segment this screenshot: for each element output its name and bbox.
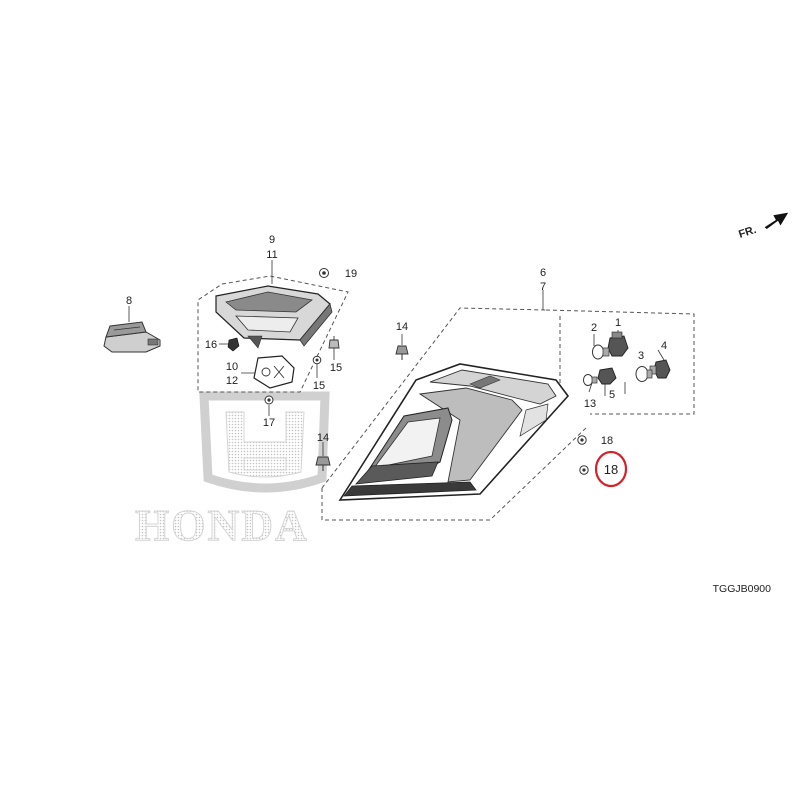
- callout-18-upper: 18: [601, 435, 613, 447]
- part-13-bulb[interactable]: [583, 374, 598, 386]
- callout-11: 11: [266, 249, 277, 261]
- part-2-bulb[interactable]: [592, 344, 610, 360]
- group-box-upper-garnish: [197, 275, 349, 393]
- h-logo-watermark: [199, 391, 330, 493]
- callout-3: 3: [638, 350, 644, 362]
- part-18-nut-a[interactable]: [577, 435, 587, 445]
- front-label: FR.: [737, 224, 758, 241]
- callout-labels: 1 2 3 4 5 6 7 8 9 10 11 12 13 14 14 15 1…: [126, 234, 667, 477]
- diagram-code: TGGJB0900: [713, 583, 772, 595]
- part-16-clip[interactable]: [227, 337, 240, 352]
- part-14-bolt-a[interactable]: [395, 345, 409, 360]
- part-9-11-upper-garnish[interactable]: [215, 285, 333, 349]
- group-box-left-edge: [321, 307, 547, 489]
- part-18-nut-b[interactable]: [579, 465, 589, 475]
- callout-1: 1: [615, 317, 621, 329]
- part-14-bolt-b[interactable]: [315, 456, 331, 471]
- part-15-fastener-a[interactable]: [312, 355, 322, 365]
- callout-13: 13: [584, 398, 596, 410]
- callout-2: 2: [591, 322, 597, 334]
- part-3-bulb[interactable]: [635, 366, 653, 382]
- part-15-fastener-b[interactable]: [328, 336, 340, 349]
- part-1-bulb-socket[interactable]: [607, 331, 629, 357]
- callout-16: 16: [205, 339, 217, 351]
- highlight-ring: [594, 450, 628, 488]
- callout-5: 5: [609, 389, 615, 401]
- callout-6: 6: [540, 267, 546, 279]
- callout-14-lower: 14: [317, 432, 329, 444]
- callout-15-right: 15: [330, 362, 342, 374]
- brand-watermark: HONDA: [135, 391, 330, 551]
- part-19-nut[interactable]: [319, 268, 329, 278]
- callout-4: 4: [661, 340, 667, 352]
- part-4-bulb-socket[interactable]: [649, 359, 671, 379]
- callout-14-upper: 14: [396, 321, 408, 333]
- callout-15-left: 15: [313, 380, 325, 392]
- group-box-bulb-frame: [545, 309, 695, 415]
- part-10-12-gasket[interactable]: [253, 355, 295, 389]
- callout-19: 19: [345, 268, 357, 280]
- callout-8: 8: [126, 295, 132, 307]
- callout-7: 7: [540, 281, 546, 293]
- part-17-nut[interactable]: [264, 395, 274, 405]
- watermark-brand-text: HONDA: [135, 501, 309, 550]
- part-6-7-tail-lamp-assembly[interactable]: [338, 363, 570, 501]
- callout-18-highlighted: 18: [604, 462, 618, 477]
- part-5-bulb-socket[interactable]: [597, 367, 617, 385]
- front-arrow-icon: [764, 212, 789, 230]
- callout-12: 12: [226, 375, 238, 387]
- callout-10: 10: [226, 361, 238, 373]
- part-8-socket-unit[interactable]: [103, 321, 161, 353]
- callout-17: 17: [263, 417, 275, 429]
- callout-9: 9: [269, 234, 275, 246]
- front-direction-indicator: FR.: [737, 212, 789, 241]
- group-box-bottom-edge: [321, 425, 589, 521]
